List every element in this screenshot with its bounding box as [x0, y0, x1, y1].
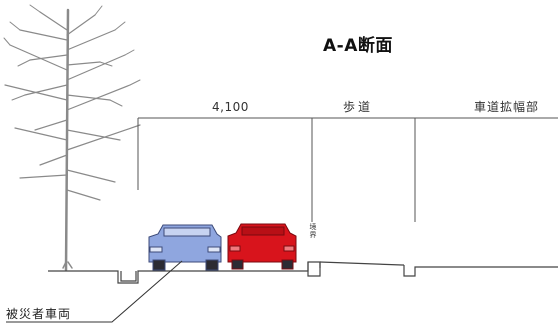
victim-car: [148, 224, 222, 271]
vehicle-label: 被災者車両: [6, 307, 72, 321]
ground-profile: [48, 261, 558, 284]
widening-label: 車道拡幅部: [474, 100, 540, 114]
dimension-label: 4,100: [212, 100, 249, 114]
sidewalk-label: 歩道: [343, 100, 374, 114]
tree-icon: [3, 4, 141, 272]
red-car: [227, 223, 297, 270]
curb-label: 境界: [309, 223, 317, 239]
vehicle-leader-line: [6, 260, 183, 323]
section-title: A-A断面: [323, 36, 393, 56]
section-lines: [137, 117, 558, 222]
